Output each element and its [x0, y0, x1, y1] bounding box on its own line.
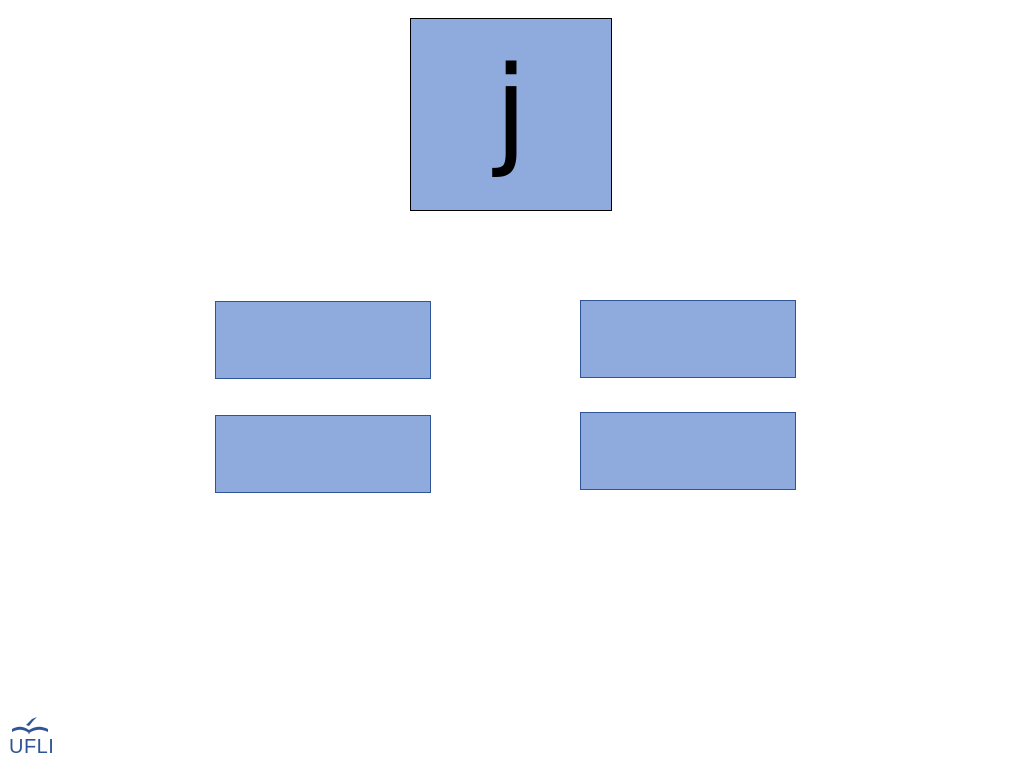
answer-box-3[interactable]	[215, 415, 431, 493]
answer-box-4[interactable]	[580, 412, 796, 490]
logo-text: UFLI	[9, 736, 55, 758]
ufli-logo: UFLI	[8, 716, 56, 762]
target-letter: j	[494, 41, 528, 181]
letter-card: j	[410, 18, 612, 211]
book-with-bird-icon	[12, 717, 48, 734]
answer-box-2[interactable]	[580, 300, 796, 378]
answer-box-1[interactable]	[215, 301, 431, 379]
